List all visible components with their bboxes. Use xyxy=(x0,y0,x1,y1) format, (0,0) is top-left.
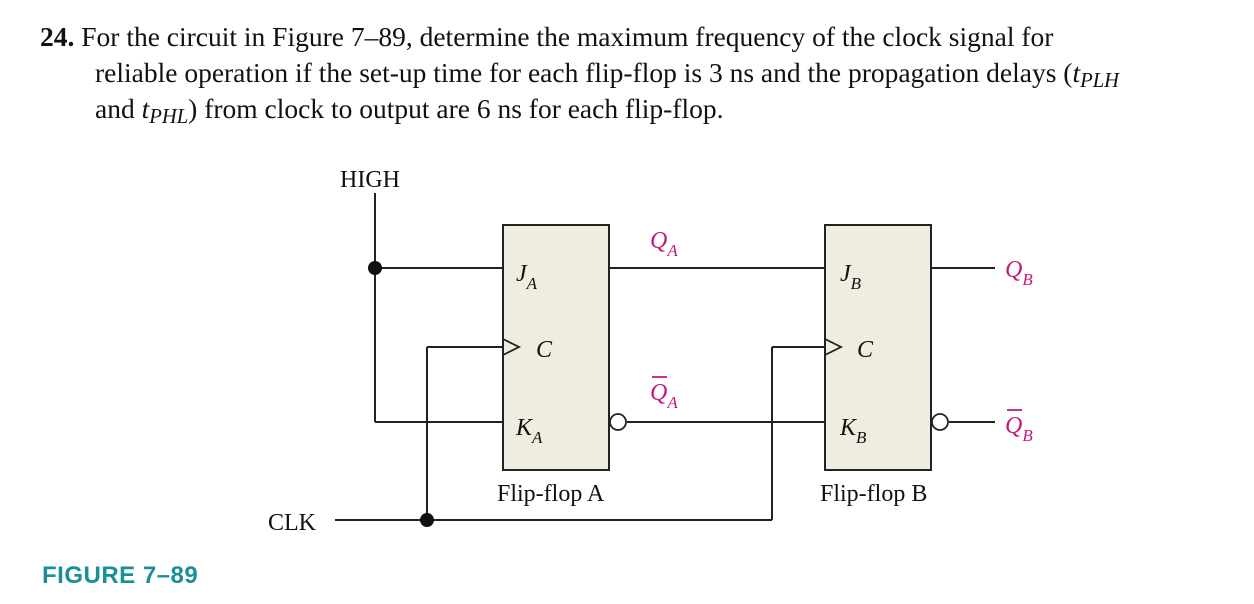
flip-flop-a-box xyxy=(502,224,610,471)
high-label: HIGH xyxy=(340,167,400,193)
figure-caption: FIGURE 7–89 xyxy=(42,562,199,589)
t-symbol-2: t xyxy=(141,93,150,124)
kb-label: K xyxy=(839,415,858,441)
ca-label: C xyxy=(536,337,553,363)
problem-line-3: ) from clock to output are 6 ns for each… xyxy=(188,93,724,124)
svg-text:QB: QB xyxy=(1005,257,1033,289)
jb-label: J xyxy=(840,261,852,287)
svg-text:KA: KA xyxy=(515,415,543,447)
clock-triangle-a-icon xyxy=(502,338,522,356)
t-symbol: t xyxy=(1072,57,1081,88)
clock-triangle-b-icon xyxy=(824,338,844,356)
cb-label: C xyxy=(857,337,874,363)
plh-subscript: PLH xyxy=(1080,70,1120,93)
flip-flop-b-label: Flip-flop B xyxy=(820,481,927,507)
problem-and: and xyxy=(95,93,142,124)
junction-high-icon xyxy=(368,261,382,275)
flip-flop-a-label: Flip-flop A xyxy=(497,481,605,507)
qb-bar-subscript: B xyxy=(1022,426,1033,445)
qa-subscript: A xyxy=(666,241,678,260)
qa-bar-subscript: A xyxy=(666,393,678,412)
clk-label: CLK xyxy=(268,510,317,536)
qb-label: Q xyxy=(1005,257,1022,283)
svg-text:JB: JB xyxy=(840,261,862,293)
kb-subscript: B xyxy=(856,428,867,447)
qa-label: Q xyxy=(650,228,667,254)
svg-text:KB: KB xyxy=(839,415,867,447)
svg-text:JA: JA xyxy=(516,261,538,293)
svg-text:QB: QB xyxy=(1005,413,1033,445)
junction-clk-icon xyxy=(420,513,434,527)
phl-subscript: PHL xyxy=(149,106,189,129)
ja-label: J xyxy=(516,261,528,287)
inverter-bubble-a-icon xyxy=(609,413,627,431)
jb-subscript: B xyxy=(851,274,862,293)
flip-flop-b-box xyxy=(824,224,932,471)
ja-subscript: A xyxy=(526,274,538,293)
qb-subscript: B xyxy=(1022,270,1033,289)
problem-line-1: For the circuit in Figure 7–89, determin… xyxy=(81,21,1054,52)
ka-subscript: A xyxy=(531,428,543,447)
problem-line-2: reliable operation if the set-up time fo… xyxy=(95,57,1073,88)
qa-bar-label: Q xyxy=(650,380,667,406)
svg-text:QA: QA xyxy=(650,380,678,412)
inverter-bubble-b-icon xyxy=(931,413,949,431)
svg-text:QA: QA xyxy=(650,228,678,260)
qb-bar-label: Q xyxy=(1005,413,1022,439)
ka-label: K xyxy=(515,415,534,441)
problem-number: 24. xyxy=(40,21,75,52)
